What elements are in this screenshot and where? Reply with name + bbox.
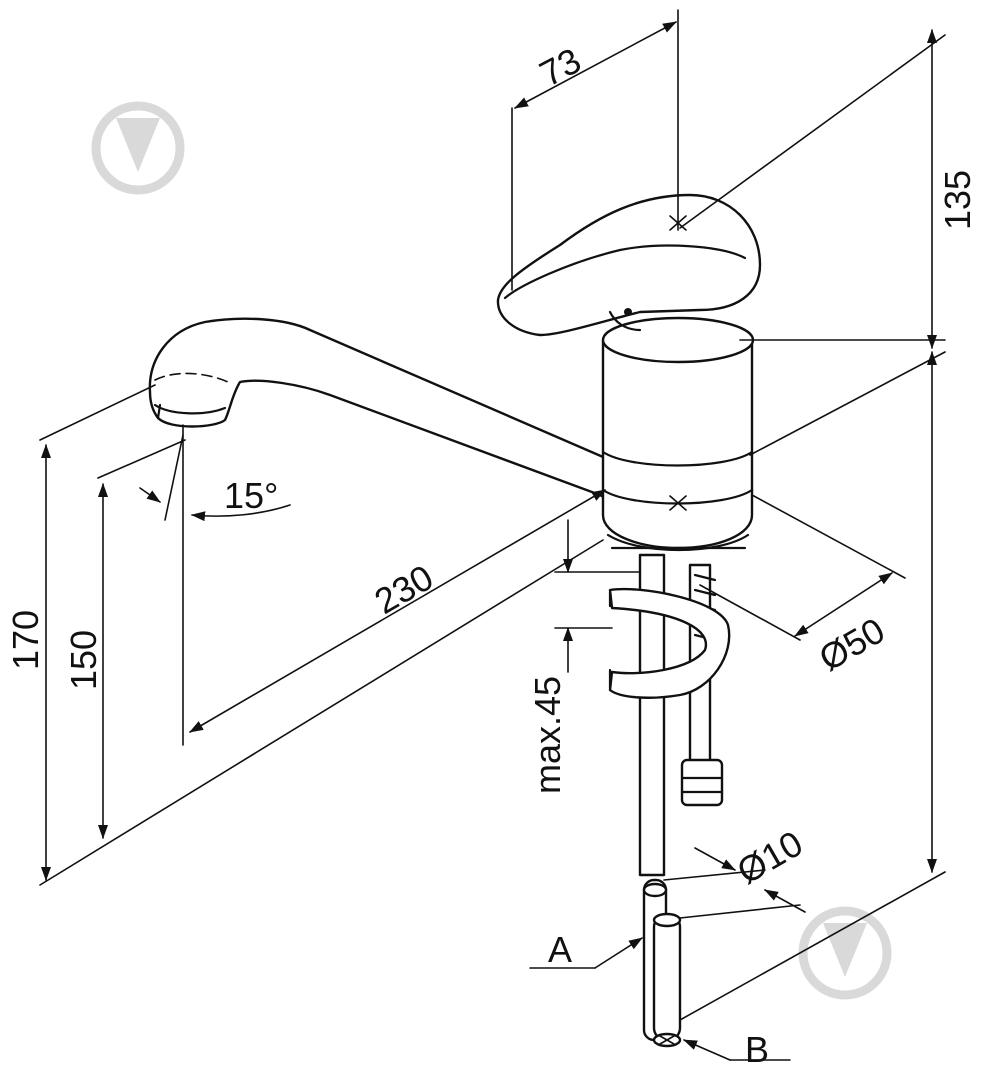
dim-150: 150: [63, 630, 104, 690]
dim-max-45: max.45: [527, 676, 568, 794]
lever-handle: [496, 193, 762, 337]
dim-73: 73: [533, 39, 588, 94]
watermark-logo-left: [91, 101, 185, 195]
connection-b-label: B: [745, 1029, 769, 1070]
dim-170: 170: [5, 610, 46, 670]
dim-135: 135: [937, 170, 978, 230]
connection-a-label: A: [548, 929, 572, 970]
dim-15-degrees: 15°: [224, 475, 278, 516]
dim-diameter-50: Ø50: [812, 609, 891, 679]
mounting-hardware: [608, 553, 731, 1048]
dimension-lines: [39, 9, 946, 1061]
faucet-outline: [148, 193, 762, 1048]
dim-diameter-10: Ø10: [730, 822, 809, 892]
watermark-logo-right: [798, 906, 892, 1000]
dim-230: 230: [367, 556, 440, 622]
body-cylinder: [601, 316, 755, 552]
